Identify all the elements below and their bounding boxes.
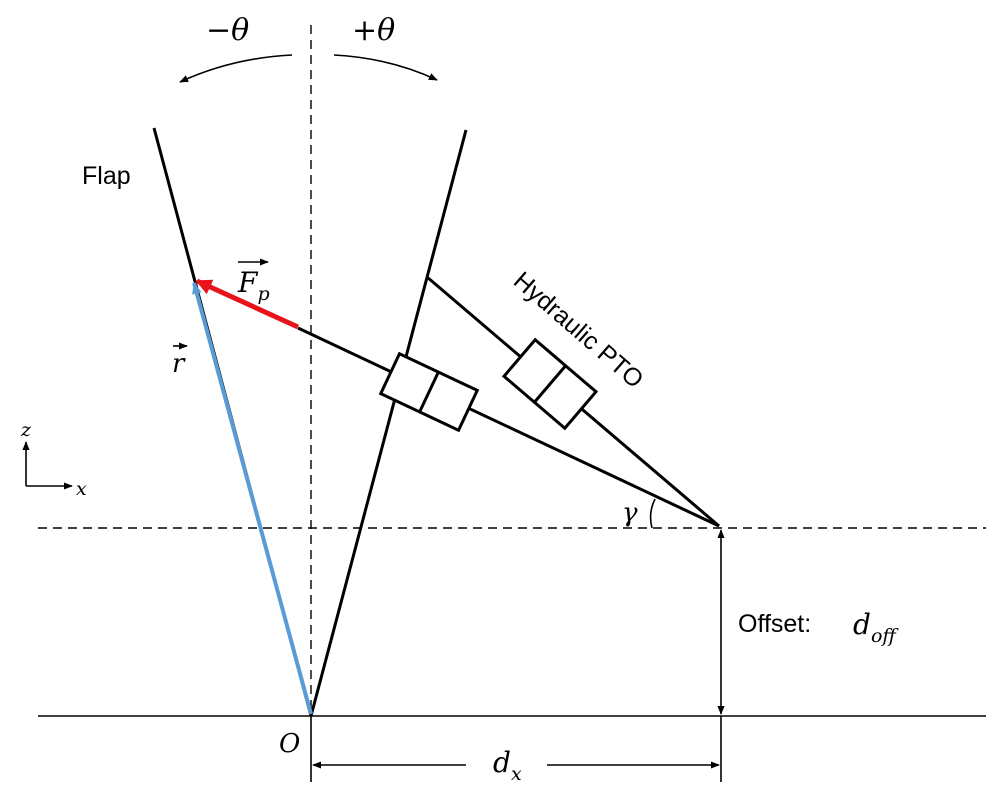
gamma-angle-arc xyxy=(649,498,656,529)
axis-z-label: z xyxy=(20,419,32,441)
offset-symbol: doff xyxy=(853,608,899,647)
force-vector-label: Fp xyxy=(237,258,270,305)
minus-theta-arrow xyxy=(179,54,293,83)
pto-cylinder-right xyxy=(501,337,599,431)
origin-label: O xyxy=(279,729,300,759)
force-label-base: F xyxy=(237,266,259,299)
offset-symbol-base: d xyxy=(853,608,871,641)
pto-cylinder-left xyxy=(378,351,480,433)
force-label-sub: p xyxy=(257,283,269,305)
plus-theta-arrow xyxy=(333,54,438,81)
svg-text:r: r xyxy=(172,349,186,379)
plus-theta-label: +θ xyxy=(352,13,395,48)
minus-theta-label: −θ xyxy=(206,13,249,48)
pto-line-left xyxy=(297,326,720,528)
gamma-label: γ xyxy=(622,498,638,528)
offset-symbol-sub: off xyxy=(871,625,899,647)
force-vector-arrow xyxy=(195,278,300,330)
flap-right-position xyxy=(309,129,468,717)
dx-label-base: d xyxy=(493,746,511,779)
dx-label-sub: x xyxy=(511,763,522,785)
offset-label-text: Offset: xyxy=(738,610,811,638)
svg-text:Fp: Fp xyxy=(237,266,270,305)
dx-label: dx xyxy=(493,746,522,785)
position-vector-label: r xyxy=(172,342,188,379)
position-vector-arrow xyxy=(192,281,313,715)
flap-label: Flap xyxy=(82,162,131,190)
axis-x-label: x xyxy=(76,478,87,500)
coordinate-axes-icon xyxy=(22,441,73,490)
